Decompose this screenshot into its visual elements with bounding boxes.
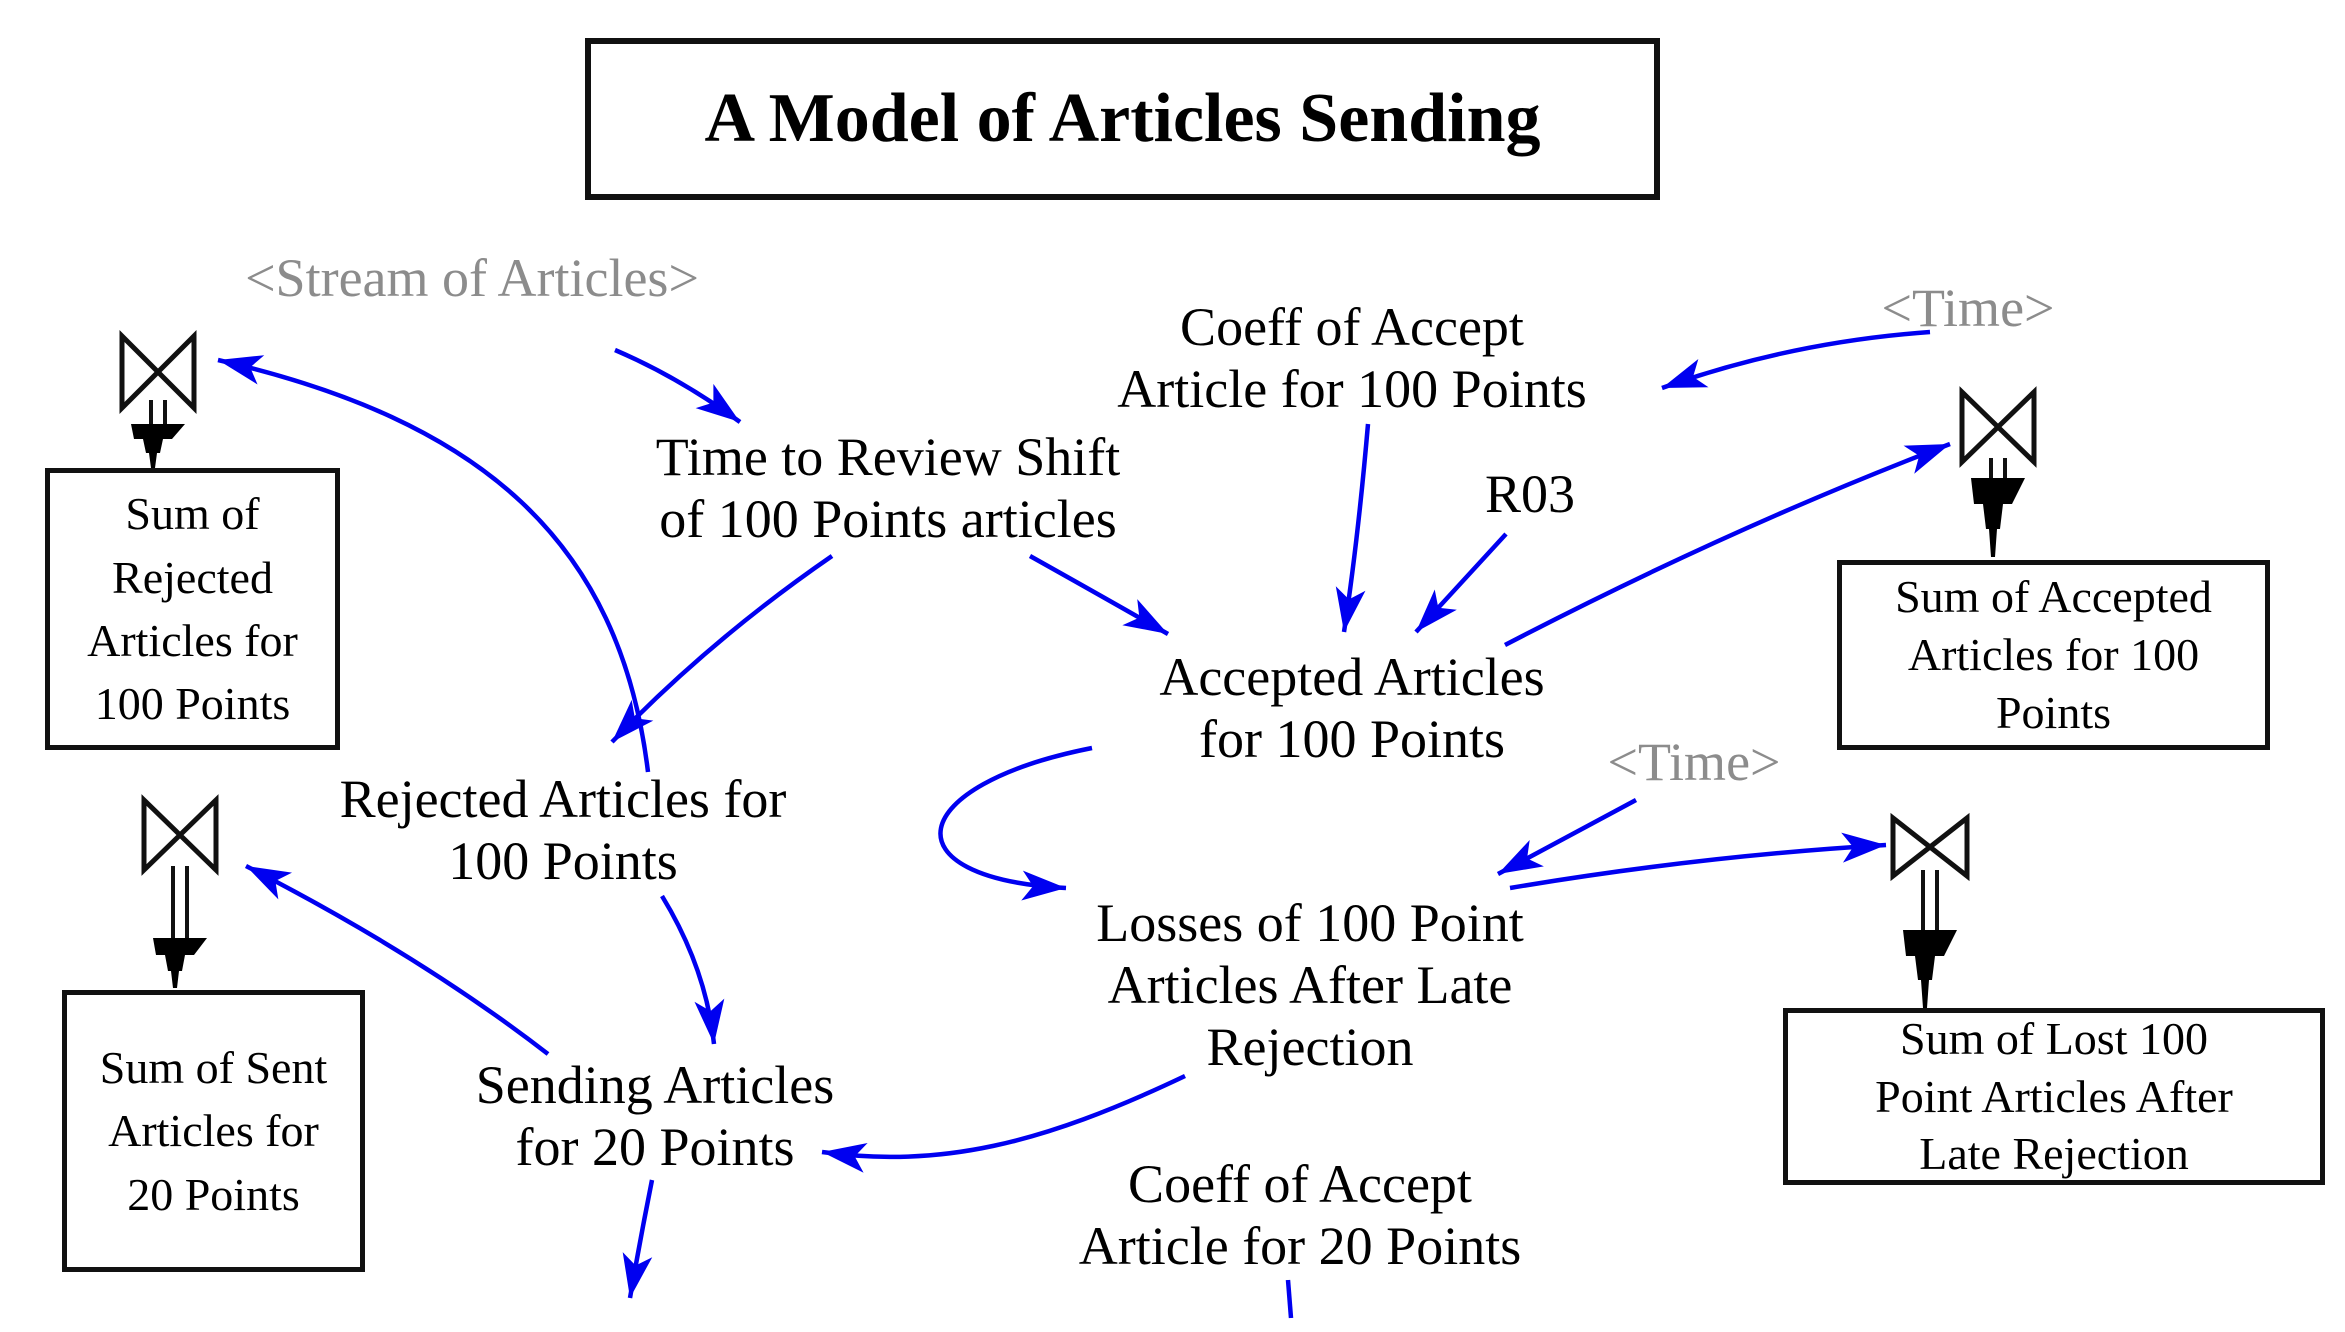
shadow-var-time-upper[interactable]: <Time> (1881, 278, 2055, 338)
var-rejected-articles-100[interactable]: Rejected Articles for 100 Points (339, 769, 787, 891)
link-sending-to-below (622, 1179, 655, 1299)
var-r03[interactable]: R03 (1484, 464, 1576, 524)
accepted-flow-valve-icon[interactable] (1959, 386, 2037, 557)
var-coeff-accept-100[interactable]: Coeff of Accept Article for 100 Points (1117, 297, 1587, 419)
var-coeff-accept-20[interactable]: Coeff of Accept Article for 20 Points (1078, 1154, 1522, 1276)
var-losses-100[interactable]: Losses of 100 Point Articles After Late … (1096, 893, 1524, 1077)
shadow-var-stream-of-articles[interactable]: <Stream of Articles> (245, 248, 699, 308)
diagram-title-box: A Model of Articles Sending (585, 38, 1660, 200)
causal-links (217, 329, 1951, 1319)
link-rejected-to-sending (660, 894, 725, 1045)
link-time-to-review-to-rejected (610, 554, 834, 744)
link-accepted-to-losses (938, 745, 1093, 901)
stock-sum-accepted-100[interactable]: Sum of Accepted Articles for 100 Points (1837, 560, 2270, 750)
rejected-flow-valve-icon[interactable] (119, 329, 197, 468)
link-time-to-review-to-accepted (1028, 554, 1170, 636)
var-sending-articles-20[interactable]: Sending Articles for 20 Points (475, 1055, 835, 1177)
shadow-var-time-lower[interactable]: <Time> (1607, 732, 1781, 792)
link-rejected-to-rejected-valve (217, 355, 651, 773)
link-coeff100-to-accepted (1335, 423, 1371, 633)
link-accepted-to-accepted-valve (1503, 441, 1951, 647)
link-time2-to-losses (1496, 798, 1638, 876)
stock-sum-lost-100[interactable]: Sum of Lost 100 Point Articles After Lat… (1783, 1008, 2325, 1185)
var-time-to-review-shift[interactable]: Time to Review Shift of 100 Points artic… (655, 427, 1121, 549)
sent-flow-valve-icon[interactable] (141, 794, 219, 988)
link-sending-to-sent-valve (244, 863, 550, 1056)
link-r03-to-accepted (1414, 532, 1508, 634)
link-coeff20-stub (1285, 1279, 1294, 1319)
var-accepted-articles-100[interactable]: Accepted Articles for 100 Points (1159, 647, 1545, 769)
stock-sum-rejected-100[interactable]: Sum of Rejected Articles for 100 Points (45, 468, 340, 750)
link-losses-to-sending (821, 1073, 1186, 1173)
link-losses-to-lost-valve (1509, 832, 1887, 891)
stock-sum-sent-20[interactable]: Sum of Sent Articles for 20 Points (62, 990, 365, 1272)
diagram-title: A Model of Articles Sending (704, 80, 1541, 157)
lost-flow-valve-icon[interactable] (1890, 812, 1970, 1008)
link-stream-to-time-to-review (614, 347, 742, 424)
link-time1-to-coeff100 (1661, 329, 1931, 391)
